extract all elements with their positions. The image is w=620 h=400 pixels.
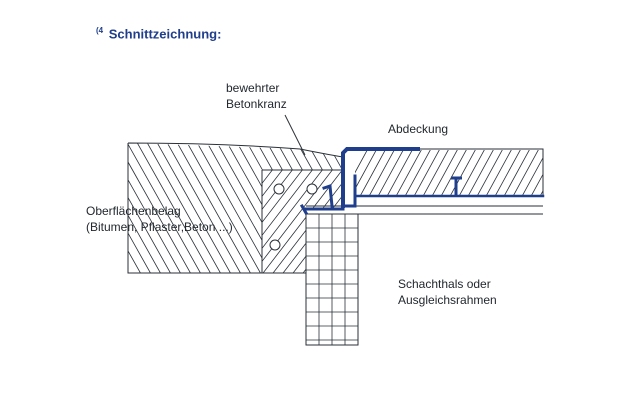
label-betonkranz-line1: bewehrter: [226, 81, 280, 95]
concrete-collar-outline: [261, 169, 343, 274]
leader-line: [284, 114, 306, 156]
cover-outline: [355, 148, 544, 197]
title-number: (4: [96, 26, 104, 35]
rebar-circle: [306, 183, 318, 195]
rebar-circle: [273, 183, 285, 195]
diagram-title: (4 Schnittzeichnung:: [96, 26, 221, 41]
label-oberflaechenbelag-line2: (Bitumen, Pflaster,Beton ...): [86, 220, 233, 234]
label-abdeckung: Abdeckung: [388, 122, 449, 136]
shaft-neck-outline: [305, 213, 359, 346]
title-text: Schnittzeichnung:: [108, 26, 222, 42]
rebar-circle: [269, 239, 281, 251]
label-oberflaechenbelag: Oberflächenbelag (Bitumen, Pflaster,Beto…: [86, 203, 233, 235]
steel-frame-profile: [299, 147, 545, 216]
shaft-neck-grid: [306, 214, 358, 345]
cover-hatching: [355, 150, 543, 196]
label-schachthals: Schachthals oder Ausgleichsrahmen: [398, 276, 497, 308]
t-profile-support: [451, 176, 462, 196]
label-schachthals-line2: Ausgleichsrahmen: [398, 293, 497, 307]
label-oberflaechenbelag-line1: Oberflächenbelag: [86, 204, 181, 218]
label-betonkranz-line2: Betonkranz: [226, 97, 287, 111]
label-schachthals-line1: Schachthals oder: [398, 277, 491, 291]
label-betonkranz: bewehrter Betonkranz: [226, 80, 287, 112]
surface-layer-outline: [127, 142, 344, 274]
